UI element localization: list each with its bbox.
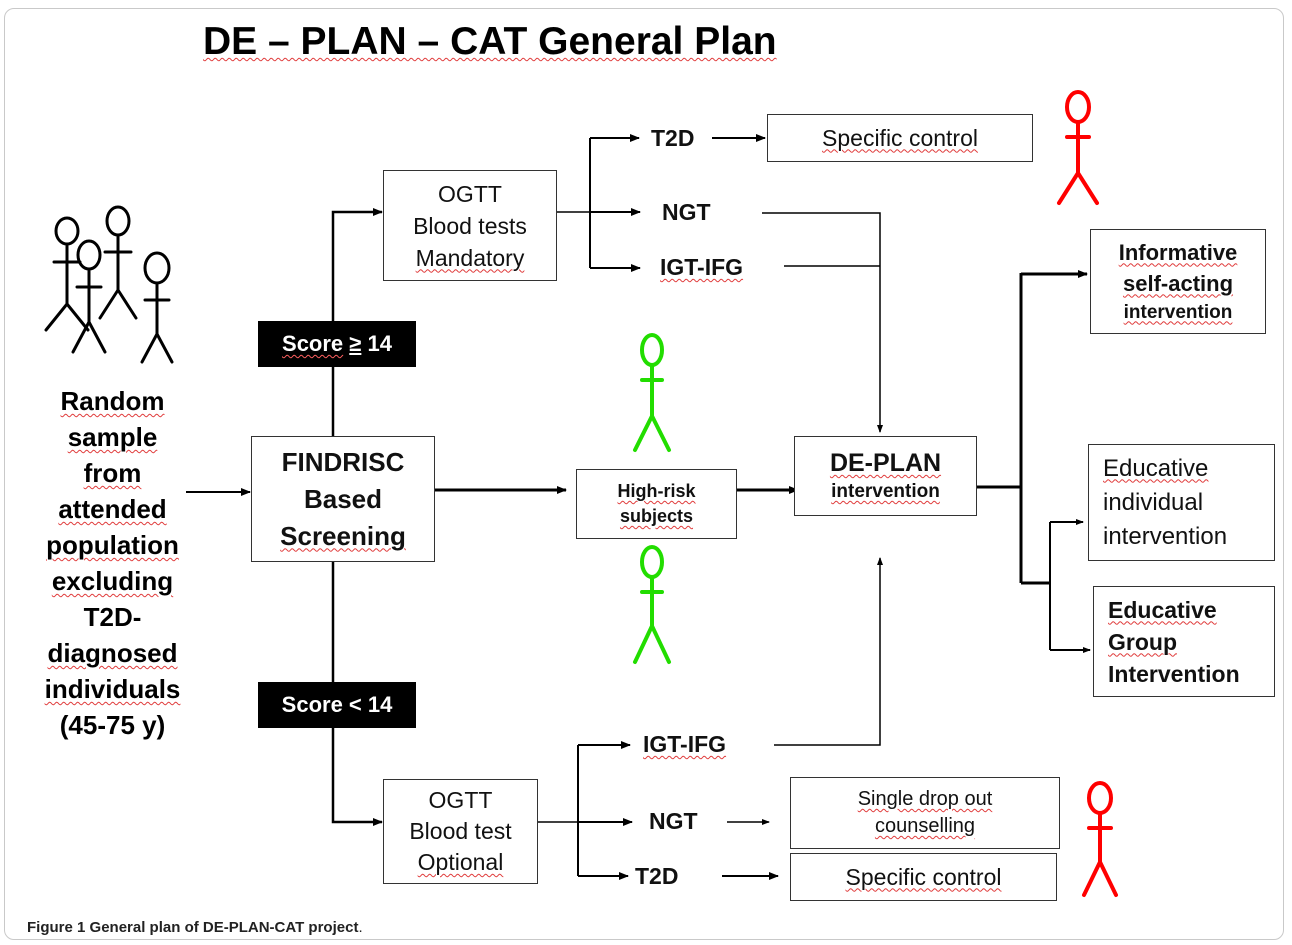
- informative-line: intervention: [1123, 301, 1233, 323]
- population-line: diagnosed: [47, 638, 178, 668]
- caption-text: General plan of DE-PLAN-CAT project: [89, 919, 359, 936]
- high-risk-figure-bottom-icon: [633, 545, 671, 664]
- educative-group-line: Educative: [1108, 596, 1217, 623]
- specific-control-top-box: Specific control: [767, 114, 1033, 162]
- connector-igt-bottom-to-deplan: [774, 557, 883, 746]
- caption-label: Figure 1: [27, 919, 86, 936]
- excluded-figure-top-icon: [1057, 90, 1099, 205]
- deplan-intervention-box: DE-PLAN intervention: [794, 436, 977, 516]
- stick-figure-icon: [71, 239, 107, 354]
- ogtt-mandatory-line: Blood tests: [413, 212, 527, 239]
- educative-group-box: Educative Group Intervention: [1093, 586, 1275, 697]
- figure-frame: [4, 8, 1284, 940]
- high-risk-figure-top-icon: [633, 333, 671, 452]
- stick-figure-icon: [98, 205, 138, 320]
- educative-group-line: Intervention: [1108, 660, 1240, 687]
- connector-ngt-to-deplan: [762, 212, 883, 433]
- dropout-line: Single drop out: [857, 788, 993, 810]
- specific-control-top-label: Specific control: [822, 124, 978, 151]
- high-risk-box: High-risk subjects: [576, 469, 737, 539]
- score-high-symbol: ≥: [349, 331, 362, 356]
- high-risk-line: subjects: [619, 506, 694, 526]
- population-line: Random: [60, 386, 165, 416]
- outcome-igt-bottom: IGT-IFG: [643, 731, 727, 757]
- excluded-figure-bottom-icon: [1082, 781, 1118, 897]
- population-line: excluding: [51, 566, 174, 596]
- outcome-t2d-bottom: T2D: [635, 863, 679, 889]
- ogtt-mandatory-line: OGTT: [438, 180, 502, 207]
- score-high-badge: Score ≥ 14: [258, 321, 416, 367]
- informative-line: self-acting: [1122, 270, 1234, 296]
- figure-caption: Figure 1 General plan of DE-PLAN-CAT pro…: [27, 919, 363, 936]
- score-high-label: Score: [282, 331, 344, 356]
- ogtt-optional-line: OGTT: [428, 787, 493, 813]
- outcome-t2d-top: T2D: [651, 125, 695, 151]
- outcome-ngt-top: NGT: [662, 199, 711, 225]
- dropout-line: counselling: [874, 815, 976, 837]
- deplan-subtitle: intervention: [831, 481, 940, 502]
- ogtt-mandatory-line: Mandatory: [415, 244, 525, 271]
- score-low-badge: Score < 14: [258, 682, 416, 728]
- outcome-ngt-bottom: NGT: [649, 808, 698, 834]
- screening-line: Screening: [280, 520, 406, 551]
- population-figures: [44, 205, 174, 364]
- population-description: Random sample from attended population e…: [25, 383, 200, 743]
- outcome-igt-top: IGT-IFG: [660, 254, 744, 280]
- page-title: DE – PLAN – CAT General Plan: [203, 20, 777, 63]
- population-line: attended: [58, 494, 167, 524]
- score-low-label: Score < 14: [281, 692, 393, 717]
- population-line: (45-75 y): [59, 710, 166, 740]
- informative-line: Informative: [1118, 239, 1238, 265]
- stick-figure-icon: [140, 251, 174, 364]
- specific-control-bottom-label: Specific control: [845, 863, 1002, 890]
- specific-control-bottom-box: Specific control: [790, 853, 1057, 901]
- ogtt-optional-line: Optional: [417, 849, 504, 875]
- population-line: sample: [67, 422, 158, 452]
- educative-individual-line: Educative: [1103, 454, 1209, 482]
- score-high-value: 14: [367, 331, 392, 356]
- population-line: from: [83, 458, 142, 488]
- ogtt-optional-box: OGTT Blood test Optional: [383, 779, 538, 884]
- arrow-screening-to-ogtt-bottom: [331, 562, 383, 826]
- educative-individual-line: individual: [1103, 488, 1204, 516]
- educative-group-line: Group: [1108, 628, 1177, 655]
- screening-line: Based: [303, 483, 383, 514]
- screening-box: FINDRISC Based Screening: [251, 436, 435, 562]
- educative-individual-line: intervention: [1103, 522, 1228, 550]
- informative-intervention-box: Informative self-acting intervention: [1090, 229, 1266, 334]
- deplan-title: DE-PLAN: [829, 449, 942, 477]
- population-line: T2D-: [83, 602, 142, 632]
- ogtt-optional-line: Blood test: [409, 818, 512, 844]
- educative-individual-box: Educative individual intervention: [1088, 444, 1275, 561]
- caption-end: .: [358, 919, 363, 936]
- stick-figure-icon: [44, 216, 90, 332]
- population-line: individuals: [44, 674, 181, 704]
- high-risk-line: High-risk: [617, 481, 696, 501]
- dropout-counselling-box: Single drop out counselling: [790, 777, 1060, 849]
- screening-line: FINDRISC: [281, 446, 405, 477]
- ogtt-mandatory-box: OGTT Blood tests Mandatory: [383, 170, 557, 281]
- population-line: population: [46, 530, 179, 560]
